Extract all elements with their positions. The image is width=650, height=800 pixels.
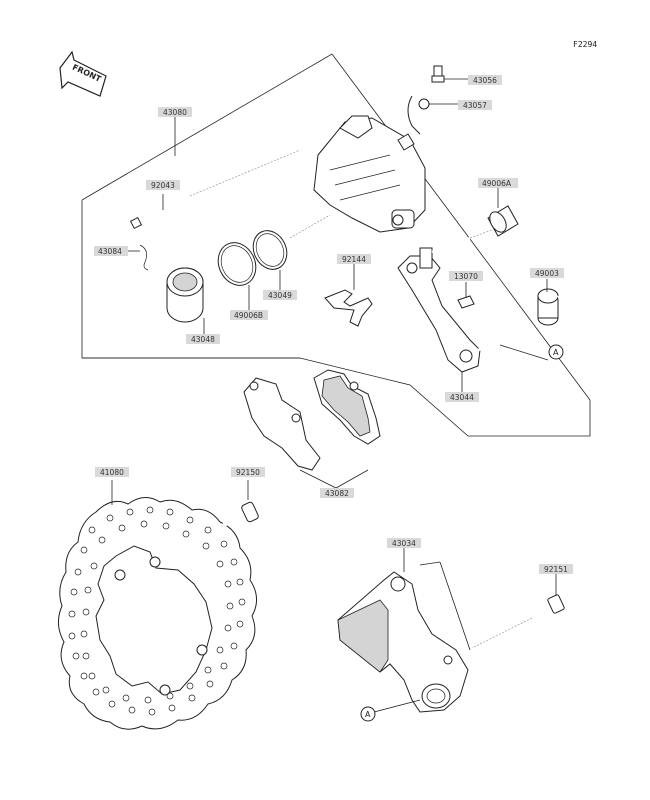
brake-disc [58, 480, 257, 730]
figure-code: F2294 [573, 40, 597, 49]
ref-a-lower: A [360, 699, 421, 722]
bleeder-valve [431, 65, 468, 83]
callout-49006A-text: 49006A [482, 179, 512, 188]
callout-43057[interactable]: 43057 [458, 100, 492, 110]
brake-pad-right [313, 369, 381, 445]
callout-43084-text: 43084 [98, 247, 122, 256]
sleeve-bolt [537, 279, 579, 326]
callout-92151-text: 92151 [544, 565, 568, 574]
retaining-clip [128, 244, 149, 271]
caliper-bracket [397, 229, 513, 392]
callout-92150[interactable]: 92150 [231, 467, 265, 477]
caliper-body [313, 115, 426, 233]
callout-43082-text: 43082 [325, 489, 349, 498]
callout-92144-text: 92144 [342, 255, 366, 264]
callout-43048[interactable]: 43048 [186, 334, 220, 344]
callout-49003-text: 49003 [535, 269, 559, 278]
brake-pad-left [243, 377, 321, 471]
callout-49003[interactable]: 49003 [530, 268, 564, 278]
bracket-clip [457, 282, 475, 309]
bracket-bolt [471, 574, 565, 649]
disc-bolt [221, 480, 259, 528]
callout-13070[interactable]: 13070 [449, 271, 483, 281]
callout-92151[interactable]: 92151 [539, 564, 573, 574]
callout-43057-text: 43057 [463, 101, 487, 110]
callout-43080[interactable]: 43080 [158, 107, 192, 117]
callout-43056-text: 43056 [473, 76, 497, 85]
callout-49006B-text: 49006B [234, 311, 263, 320]
callout-41080-text: 41080 [100, 468, 124, 477]
callout-43049-text: 43049 [268, 291, 292, 300]
piston-seal-large [217, 242, 257, 310]
caliper-mount-bracket [337, 548, 471, 713]
piston-seal-small [252, 230, 288, 290]
dust-boot [487, 188, 519, 237]
front-arrow-icon: FRONT [59, 50, 107, 97]
callout-13070-text: 13070 [454, 272, 478, 281]
callout-92043-text: 92043 [151, 181, 175, 190]
pad-spring [324, 264, 373, 327]
bleeder-cap [407, 95, 458, 135]
callout-43080-text: 43080 [163, 108, 187, 117]
callout-43048-text: 43048 [191, 335, 215, 344]
piston [166, 267, 205, 334]
callout-43034[interactable]: 43034 [387, 538, 421, 548]
callout-43044-text: 43044 [450, 393, 474, 402]
callout-43034-text: 43034 [392, 539, 416, 548]
callout-92144[interactable]: 92144 [337, 254, 371, 264]
callout-92150-text: 92150 [236, 468, 260, 477]
callout-49006A[interactable]: 49006A [478, 178, 518, 188]
callout-43056[interactable]: 43056 [468, 75, 502, 85]
callout-43082[interactable]: 43082 [320, 488, 354, 498]
ref-a-lower-label: A [365, 710, 371, 719]
ref-a-upper: A [499, 344, 564, 361]
callout-43049[interactable]: 43049 [263, 290, 297, 300]
callout-41080[interactable]: 41080 [95, 467, 129, 477]
callout-43044[interactable]: 43044 [445, 392, 479, 402]
callout-49006B[interactable]: 49006B [230, 310, 268, 320]
callout-43084[interactable]: 43084 [94, 246, 128, 256]
ref-a-upper-label: A [553, 348, 559, 357]
callout-92043[interactable]: 92043 [146, 180, 180, 190]
caliper-pin [129, 149, 301, 230]
